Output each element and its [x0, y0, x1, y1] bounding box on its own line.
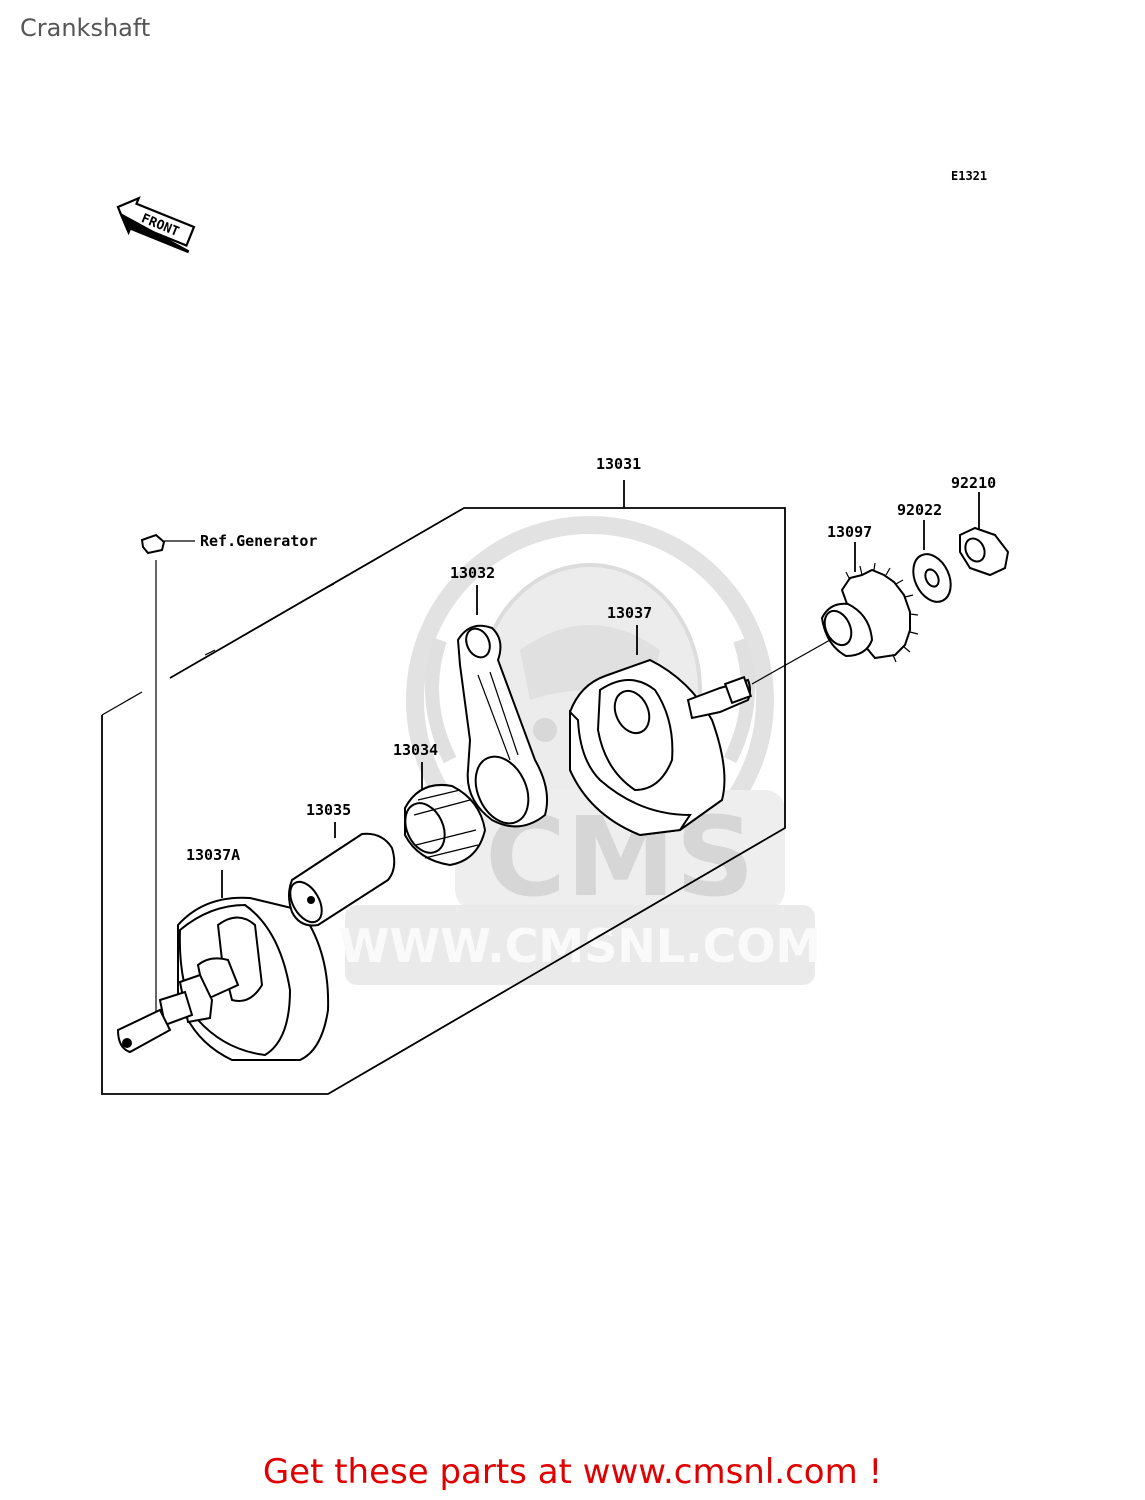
- footer-cta-link[interactable]: Get these parts at www.cmsnl.com !: [262, 1452, 883, 1492]
- part-label-92210: 92210: [951, 474, 996, 492]
- part-label-13035: 13035: [306, 801, 351, 819]
- assembly-bracket: [101, 480, 786, 1095]
- figure-code: E1321: [951, 169, 987, 183]
- crankpin: [288, 822, 396, 927]
- connecting-rod: [456, 585, 548, 828]
- page-title: Crankshaft: [20, 14, 151, 42]
- bearing: [404, 762, 487, 867]
- part-label-92022: 92022: [897, 501, 942, 519]
- part-label-13034: 13034: [393, 741, 438, 759]
- generator-key: [140, 533, 195, 1030]
- part-label-13037: 13037: [607, 604, 652, 622]
- part-label-13097: 13097: [827, 523, 872, 541]
- washer: [912, 520, 952, 603]
- part-label-13031: 13031: [596, 455, 641, 473]
- flywheel-left: [116, 870, 330, 1061]
- flywheel-right: [569, 625, 831, 837]
- ref-generator-label: Ref.Generator: [200, 532, 317, 550]
- part-label-13037A: 13037A: [186, 846, 240, 864]
- gear: [820, 542, 919, 663]
- front-arrow-icon: FRONT: [116, 196, 196, 254]
- nut: [959, 492, 1010, 577]
- watermark-url: WWW.CMSNL.COM: [339, 919, 822, 973]
- part-label-13032: 13032: [450, 564, 495, 582]
